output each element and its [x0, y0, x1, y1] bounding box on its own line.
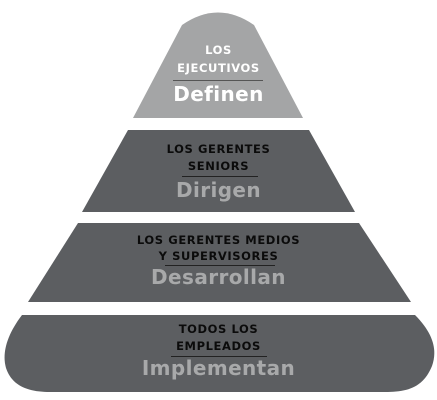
tier-all-employees-role-line1: TODOS LOS: [178, 322, 259, 336]
tier-senior-managers-shape: [82, 130, 355, 212]
tier-middle-managers-underline: [165, 265, 275, 266]
tier-middle-managers-shape: [28, 223, 411, 302]
tier-middle-managers-role-line1: LOS GERENTES MEDIOS: [136, 233, 301, 247]
tier-all-employees-role-line2: EMPLEADOS: [176, 339, 261, 353]
tier-all-employees-underline: [171, 356, 267, 357]
tier-executives-role-line2: EJECUTIVOS: [177, 61, 260, 75]
tier-middle-managers-role-line2: Y SUPERVISORES: [158, 249, 279, 263]
tier-executives-role-line1: LOS: [205, 43, 232, 57]
tier-executives-shape: [133, 12, 303, 118]
tier-middle-managers-action: Desarrollan: [151, 265, 286, 289]
tier-senior-managers-action: Dirigen: [175, 178, 262, 202]
tier-senior-managers-role-line1: LOS GERENTES: [166, 142, 271, 156]
tier-executives-action: Definen: [173, 82, 264, 106]
tier-all-employees-action: Implementan: [141, 356, 296, 380]
tier-senior-managers-underline: [182, 176, 258, 177]
tier-executives-underline: [173, 80, 263, 81]
tier-senior-managers-role-line2: SENIORS: [187, 159, 250, 173]
tier-all-employees-shape: [4, 315, 435, 392]
